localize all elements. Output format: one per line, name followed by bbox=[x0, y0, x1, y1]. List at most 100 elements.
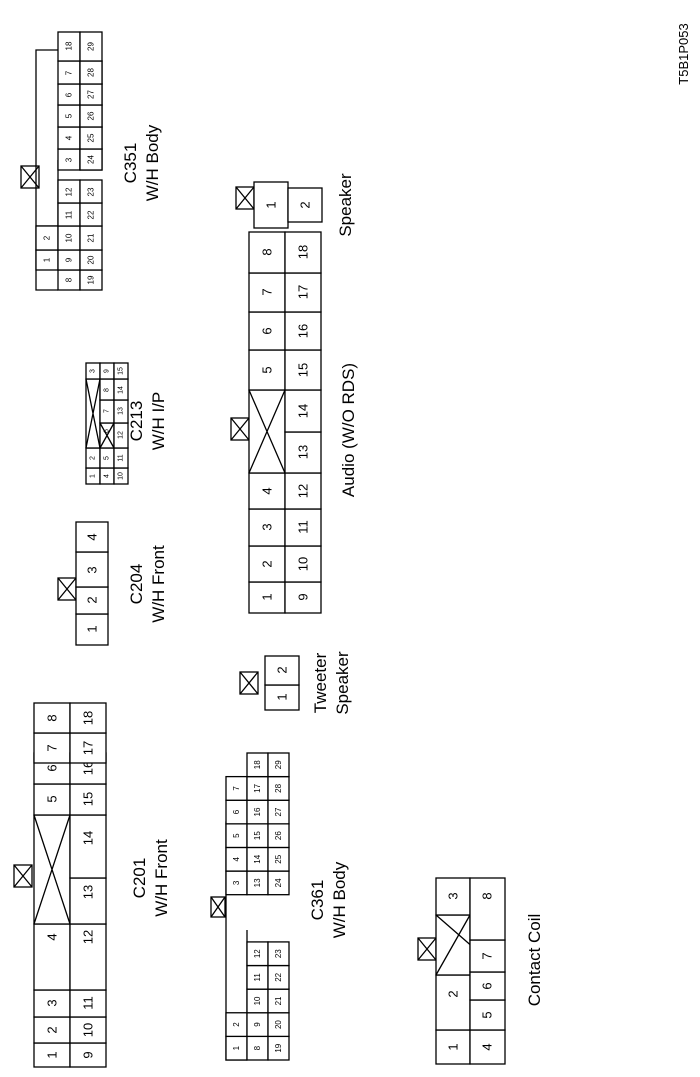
pin-label: 14 bbox=[253, 854, 262, 863]
pin-15 bbox=[284, 349, 322, 391]
pin-label: 5 bbox=[260, 366, 275, 373]
pin-label: 2 bbox=[298, 201, 313, 208]
pin-label: 5 bbox=[45, 795, 60, 802]
pin-label: 15 bbox=[253, 831, 262, 840]
pin-label: 8 bbox=[45, 714, 60, 721]
pin-label: 2 bbox=[45, 1026, 60, 1033]
pin-label: 25 bbox=[87, 133, 96, 142]
pin-label: 22 bbox=[87, 210, 96, 219]
pin-label: 19 bbox=[274, 1043, 283, 1052]
pin-label: 13 bbox=[296, 445, 311, 459]
pin-9 bbox=[69, 1042, 107, 1068]
pin-label: 9 bbox=[296, 593, 311, 600]
connector-housing bbox=[35, 49, 58, 291]
pin-label: 20 bbox=[87, 255, 96, 264]
pin-label: 12 bbox=[296, 484, 311, 498]
pin-label: 7 bbox=[260, 288, 275, 295]
connector-harness: W/H Body bbox=[143, 124, 162, 201]
figure-code: T5B1P053 bbox=[676, 23, 691, 84]
pin-label: 2 bbox=[232, 1022, 241, 1027]
pin-2 bbox=[75, 586, 109, 615]
pin-2 bbox=[435, 974, 471, 1031]
pin-label: 8 bbox=[104, 388, 111, 392]
pin-label: 22 bbox=[274, 972, 283, 981]
pin-label: 3 bbox=[45, 999, 60, 1006]
pin-label: 14 bbox=[81, 831, 96, 845]
pin-label: 11 bbox=[65, 210, 74, 219]
pin-label: 12 bbox=[81, 930, 96, 944]
pin-29 bbox=[79, 31, 103, 62]
pin-label: 23 bbox=[274, 949, 283, 958]
pin-label: 2 bbox=[260, 560, 275, 567]
pin-label: 4 bbox=[104, 474, 111, 478]
pin-label: 23 bbox=[87, 187, 96, 196]
pin-12 bbox=[69, 923, 107, 991]
pin-5 bbox=[33, 783, 71, 816]
pin-label: 14 bbox=[296, 404, 311, 418]
pin-label: 21 bbox=[274, 996, 283, 1005]
pin-15 bbox=[113, 362, 129, 380]
pin-label: 13 bbox=[118, 407, 125, 415]
connector-c361: 1234567891011121314151617181920212223242… bbox=[210, 752, 349, 1061]
pin-label: 3 bbox=[90, 369, 97, 373]
pin-label: 6 bbox=[260, 327, 275, 334]
connector-c213: 1 2 3 4 5 6 7 8 9 10 11 12 13 14 15 C213… bbox=[85, 362, 168, 485]
lock-tab-icon bbox=[210, 896, 226, 918]
pin-8 bbox=[248, 231, 286, 274]
pin-label: 9 bbox=[104, 369, 111, 373]
pin-7 bbox=[248, 272, 286, 313]
connector-tweeter-speaker: 1 2 Tweeter Speaker bbox=[239, 651, 352, 715]
pin-3 bbox=[248, 508, 286, 547]
keyway-cross bbox=[85, 378, 115, 449]
connector-harness: W/H I/P bbox=[149, 392, 168, 451]
keyway-cross bbox=[248, 389, 286, 474]
pin-15 bbox=[69, 783, 107, 816]
connector-name: Speaker bbox=[336, 173, 355, 237]
pin-4 bbox=[75, 521, 109, 553]
pin-label: 8 bbox=[480, 892, 495, 899]
pin-label: 11 bbox=[296, 520, 311, 534]
pin-label: 1 bbox=[260, 593, 275, 600]
connector-name: C213 bbox=[127, 401, 146, 442]
pin-label: 1 bbox=[275, 693, 290, 700]
pin-label: 5 bbox=[104, 456, 111, 460]
pin-label: 10 bbox=[296, 557, 311, 571]
pin-label: 14 bbox=[118, 386, 125, 394]
pin-label: 2 bbox=[43, 235, 52, 240]
pin-label: 11 bbox=[81, 996, 96, 1010]
pin-label: 24 bbox=[274, 878, 283, 887]
connector-harness: Speaker bbox=[333, 651, 352, 715]
pin-label: 16 bbox=[253, 807, 262, 816]
pin-label: 28 bbox=[274, 783, 283, 792]
pin-7 bbox=[469, 939, 506, 973]
pin-label: 18 bbox=[296, 245, 311, 259]
pin-label: 8 bbox=[253, 1045, 262, 1050]
pin-label: 15 bbox=[296, 363, 311, 377]
pin-label: 26 bbox=[87, 111, 96, 120]
pin-label: 20 bbox=[274, 1020, 283, 1029]
pin-label: 6 bbox=[480, 982, 495, 989]
pin-16 bbox=[284, 311, 322, 351]
pin-label: 2 bbox=[90, 456, 97, 460]
pin-label: 7 bbox=[45, 744, 60, 751]
pin-label: 18 bbox=[253, 760, 262, 769]
pin-17 bbox=[69, 732, 107, 764]
connector-c351: 1 2 3 4 5 6 7 8 9 10 11 12 13 bbox=[20, 31, 162, 291]
pin-label: 18 bbox=[65, 41, 74, 50]
pin-label: 2 bbox=[275, 666, 290, 673]
pin-label: 6 bbox=[232, 809, 241, 814]
row-a: 1 2 3 4 5 6 7 bbox=[35, 60, 81, 271]
connector-name: Contact Coil bbox=[525, 914, 544, 1007]
pin-18 bbox=[284, 231, 322, 274]
pin-label: 19 bbox=[87, 275, 96, 284]
pin-label: 4 bbox=[85, 533, 100, 540]
pin-label: 3 bbox=[260, 523, 275, 530]
pin-label: 5 bbox=[65, 113, 74, 118]
row-c: 19 20 21 22 23 24 bbox=[79, 179, 103, 291]
pin-10 bbox=[284, 545, 322, 583]
pin-label: 15 bbox=[81, 792, 96, 806]
pin-label: 2 bbox=[85, 596, 100, 603]
pin-label: 29 bbox=[87, 42, 96, 51]
connector-speaker: 1 2 Speaker bbox=[235, 173, 355, 237]
